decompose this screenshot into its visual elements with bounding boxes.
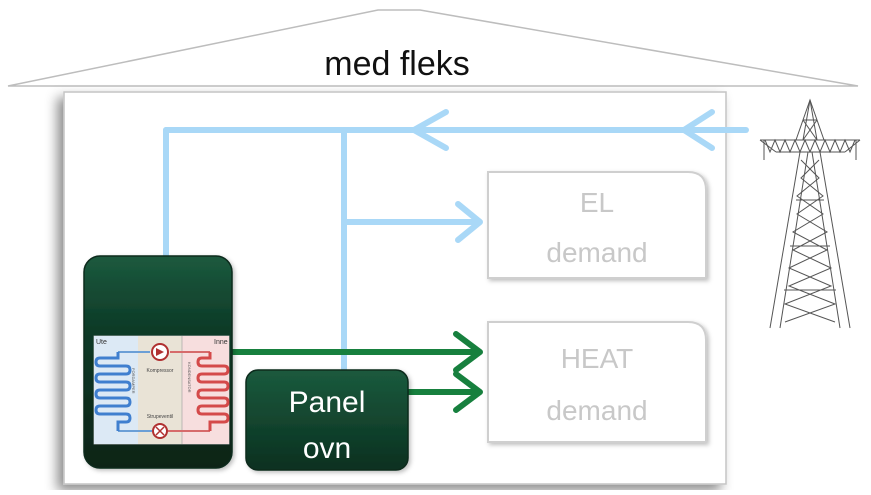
power-pylon-icon bbox=[759, 98, 861, 329]
hp-outside-label: Ute bbox=[96, 339, 107, 346]
hp-expansion-label: Strupeventil bbox=[147, 414, 173, 420]
panel-oven-line1: Panel bbox=[289, 386, 366, 419]
el-demand-line1: EL bbox=[580, 187, 614, 218]
heat-pump-unit: Ute Inne Kompressor Strupeventil FORDAMP… bbox=[83, 255, 233, 469]
heat-demand-line2: demand bbox=[546, 395, 647, 426]
electric-lines bbox=[163, 109, 749, 375]
house-roof bbox=[7, 9, 859, 87]
heat-pump-diagram: Ute Inne Kompressor Strupeventil FORDAMP… bbox=[93, 335, 230, 445]
heat-lines bbox=[223, 331, 483, 413]
condenser-coil bbox=[196, 352, 230, 431]
hp-evaporator-label: FORDAMPER bbox=[131, 368, 136, 394]
heat-demand-line1: HEAT bbox=[561, 343, 634, 374]
el-demand-line2: demand bbox=[546, 237, 647, 268]
hp-inside-label: Inne bbox=[214, 339, 228, 346]
heat-demand-box: HEAT demand bbox=[487, 321, 707, 443]
hp-condenser-label: KONDENSATOR bbox=[187, 362, 192, 393]
panel-oven-line2: ovn bbox=[303, 432, 351, 465]
roof-label: med fleks bbox=[324, 45, 470, 83]
el-demand-box: EL demand bbox=[487, 171, 707, 279]
panel-oven-unit: Panel ovn bbox=[245, 369, 409, 471]
evaporator-coil bbox=[94, 352, 132, 431]
hp-compressor-label: Kompressor bbox=[147, 368, 174, 374]
